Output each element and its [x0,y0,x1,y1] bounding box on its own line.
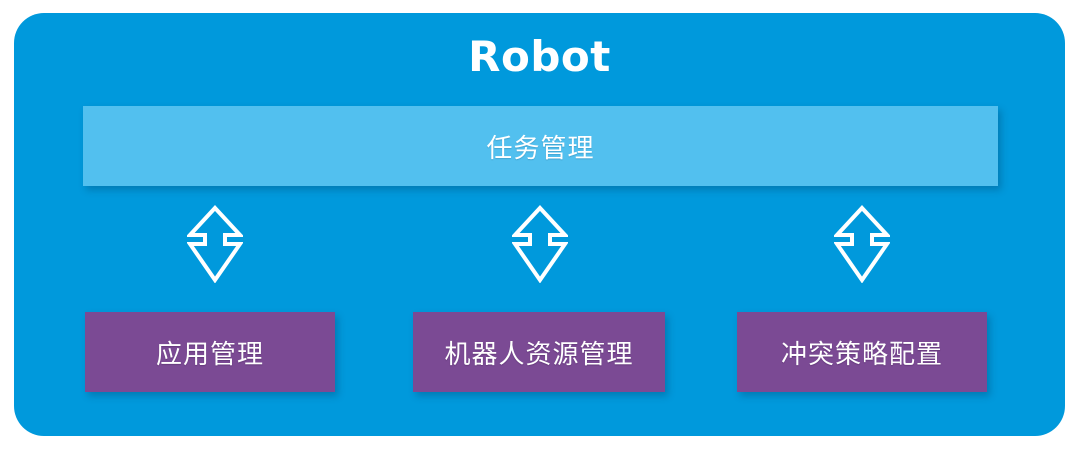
task-management-label: 任务管理 [486,133,595,164]
connector-row [14,205,1065,283]
module-box-application-management[interactable]: 应用管理 [85,312,335,392]
double-arrow-vertical-icon [187,205,243,283]
module-label: 应用管理 [155,339,264,370]
double-arrow-vertical-icon [512,205,568,283]
double-arrow-vertical-icon [834,205,890,283]
module-box-conflict-policy-config[interactable]: 冲突策略配置 [737,312,987,392]
page-title: Robot [468,32,611,81]
module-box-robot-resource-management[interactable]: 机器人资源管理 [413,312,665,392]
module-row: 应用管理 机器人资源管理 冲突策略配置 [14,312,1065,392]
robot-panel: Robot 任务管理 应用管理 [14,13,1065,436]
task-management-bar[interactable]: 任务管理 [83,106,998,186]
module-label: 机器人资源管理 [444,339,634,370]
module-label: 冲突策略配置 [780,339,943,370]
